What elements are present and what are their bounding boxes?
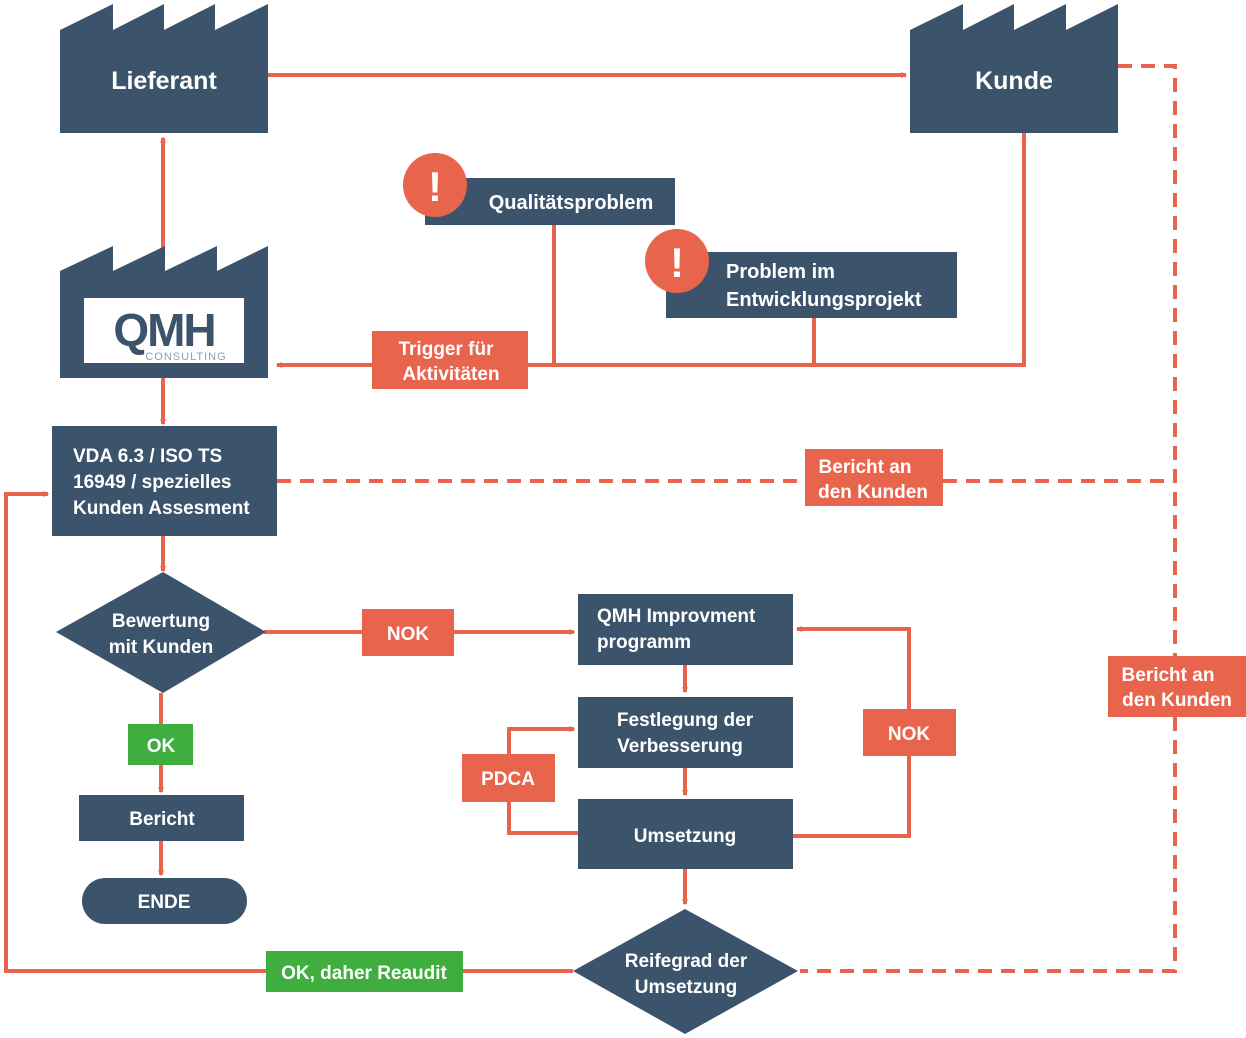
improvement-program-node: QMH Improvment programm	[578, 594, 793, 665]
pdca-label: PDCA	[462, 754, 555, 802]
pdca-text: PDCA	[481, 769, 535, 790]
improvement-line1: QMH Improvment	[597, 606, 756, 627]
reifegrad-decision: Reifegrad der Umsetzung	[573, 909, 798, 1034]
edge-dashed-kunde-rail	[1118, 64, 1177, 656]
bericht-label: Bericht	[129, 809, 195, 830]
ok-label: OK	[128, 724, 193, 765]
edge-reaudit-to-vda	[4, 491, 266, 973]
ok-reaudit-label: OK, daher Reaudit	[266, 951, 463, 992]
bericht-kunden-1-line1: Bericht an	[819, 457, 912, 478]
edge-nok-loop-bottom	[793, 756, 911, 838]
ok-text: OK	[147, 736, 176, 757]
vda-line2: 16949 / spezielles	[73, 472, 231, 493]
festlegung-line1: Festlegung der	[617, 710, 754, 731]
alert-icon-mark: !	[670, 239, 684, 286]
bericht-an-kunden-label-1: Bericht an den Kunden	[805, 449, 943, 506]
edge-pdca-loop-bottom	[507, 802, 578, 835]
kunde-label: Kunde	[975, 67, 1053, 95]
vda-line1: VDA 6.3 / ISO TS	[73, 446, 222, 467]
umsetzung-node: Umsetzung	[578, 799, 793, 869]
bewertung-decision: Bewertung mit Kunden	[56, 572, 266, 693]
vda-line3: Kunden Assesment	[73, 498, 250, 519]
trigger-label-line2: Aktivitäten	[402, 364, 499, 385]
umsetzung-label: Umsetzung	[634, 826, 736, 847]
nok-2-text: NOK	[888, 724, 931, 745]
alert-icon-mark: !	[428, 163, 442, 210]
bericht-kunden-1-line2: den Kunden	[818, 482, 928, 503]
connectors	[4, 64, 1177, 973]
ende-terminal: ENDE	[82, 878, 247, 924]
trigger-label-line1: Trigger für	[398, 339, 494, 360]
alert-icon	[403, 153, 467, 217]
qualitaetsproblem-node: Qualitätsproblem !	[403, 153, 675, 225]
reifegrad-line2: Umsetzung	[635, 977, 737, 998]
reifegrad-line1: Reifegrad der	[625, 951, 748, 972]
problem-label-line1: Problem im	[726, 261, 835, 283]
edge-kunde-to-trigger	[528, 133, 1026, 367]
lieferant-label: Lieferant	[111, 67, 217, 95]
alert-icon	[645, 229, 709, 293]
qualitaetsproblem-label: Qualitätsproblem	[489, 192, 653, 214]
ende-label: ENDE	[138, 892, 191, 913]
problem-label-line2: Entwicklungsprojekt	[726, 289, 922, 311]
nok-label-2: NOK	[863, 709, 956, 756]
festlegung-node: Festlegung der Verbesserung	[578, 697, 793, 768]
bericht-an-kunden-label-2: Bericht an den Kunden	[1108, 656, 1246, 717]
kunde-factory: Kunde	[910, 4, 1118, 133]
vda-assessment-node: VDA 6.3 / ISO TS 16949 / spezielles Kund…	[52, 426, 277, 536]
festlegung-line2: Verbesserung	[617, 736, 743, 757]
bericht-node: Bericht	[79, 795, 244, 841]
qmh-logo: QMH	[113, 304, 214, 356]
bericht-kunden-2-line2: den Kunden	[1122, 690, 1232, 711]
edge-nok-loop-top	[795, 626, 911, 709]
edge-dashed-rail-reifegrad	[800, 717, 1177, 973]
nok-label-1: NOK	[362, 609, 454, 656]
nok-1-text: NOK	[387, 624, 430, 645]
edge-pdca-loop-top	[507, 726, 576, 754]
bewertung-line2: mit Kunden	[109, 637, 214, 658]
qmh-logo-subtitle: CONSULTING	[145, 351, 226, 363]
bericht-kunden-2-line1: Bericht an	[1122, 665, 1215, 686]
trigger-label-box: Trigger für Aktivitäten	[372, 331, 528, 389]
improvement-line2: programm	[597, 632, 691, 653]
lieferant-factory: Lieferant	[60, 4, 268, 133]
bewertung-line1: Bewertung	[112, 611, 210, 632]
qmh-factory: QMH CONSULTING	[60, 246, 268, 378]
problem-entwicklungsprojekt-node: Problem im Entwicklungsprojekt !	[645, 229, 957, 318]
ok-reaudit-text: OK, daher Reaudit	[281, 963, 447, 984]
